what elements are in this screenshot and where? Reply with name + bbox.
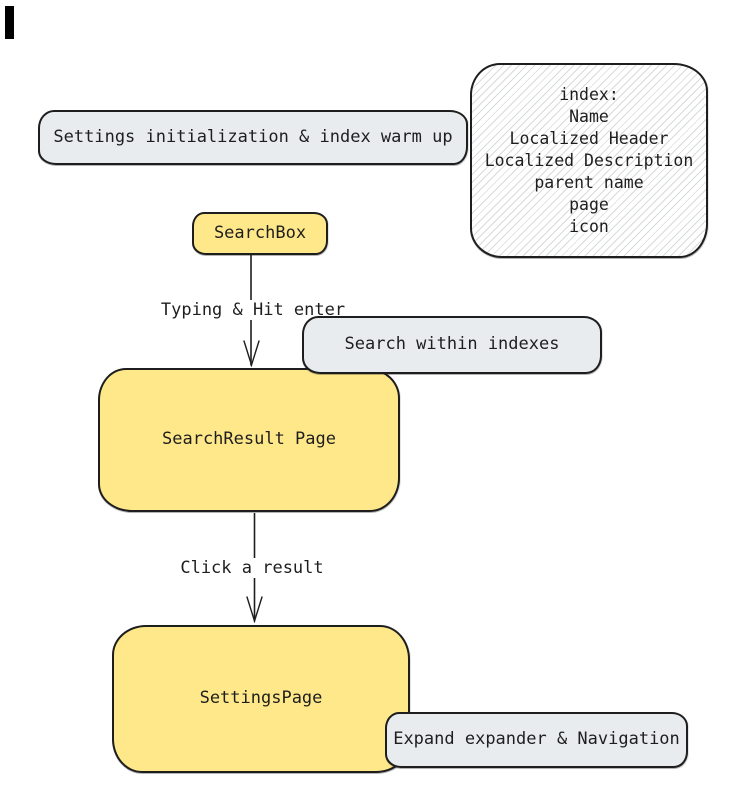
node-searchbox-label: SearchBox [213,222,307,243]
node-expand-expander-navigation-label: Expand expander & Navigation [393,729,680,750]
node-searchresult-page-label: SearchResult Page [162,429,336,450]
node-search-within-indexes: Search within indexes [302,316,602,374]
edge-label-typing-hit-enter: Typing & Hit enter [158,300,348,320]
node-expand-expander-navigation: Expand expander & Navigation [385,712,688,768]
node-settings-initialization: Settings initialization & index warm up [38,110,468,165]
node-search-within-indexes-label: Search within indexes [344,334,560,355]
index-line-title: index: [559,84,619,104]
index-line-name: Name [569,106,609,126]
edge-label-click-a-result: Click a result [178,558,326,578]
node-settings-initialization-label: Settings initialization & index warm up [53,126,453,147]
node-searchbox: SearchBox [192,212,328,255]
node-searchresult-page: SearchResult Page [98,368,400,512]
node-settingspage-label: SettingsPage [199,688,323,709]
node-index-fields: index: Name Localized Header Localized D… [470,63,708,258]
index-line-icon: icon [569,216,609,236]
index-line-page: page [569,194,609,214]
node-settingspage: SettingsPage [112,625,410,773]
index-line-parent-name: parent name [534,172,644,192]
artifact-bar [5,6,14,39]
index-line-localized-header: Localized Header [509,128,669,148]
index-line-localized-description: Localized Description [484,150,694,170]
